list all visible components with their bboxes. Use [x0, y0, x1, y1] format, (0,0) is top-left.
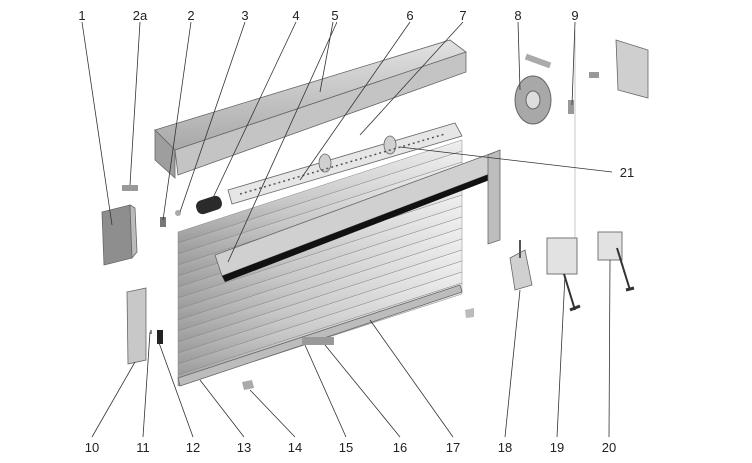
callout-2a: 2a: [133, 8, 148, 23]
wall-bracket: [589, 39, 649, 99]
guide-rail: [126, 287, 147, 365]
end-stop: [157, 330, 163, 344]
callout-1: 1: [78, 8, 85, 23]
callout-4: 4: [292, 8, 299, 23]
callout-7: 7: [459, 8, 466, 23]
side-box: [101, 204, 138, 266]
callout-15: 15: [339, 440, 353, 455]
callout-8: 8: [514, 8, 521, 23]
bracket-top: [524, 53, 552, 69]
callout-21: 21: [620, 165, 634, 180]
callout-10: 10: [85, 440, 99, 455]
callout-18: 18: [498, 440, 512, 455]
leader-lines: [81, 21, 613, 438]
callout-19: 19: [550, 440, 564, 455]
gear-disk: [514, 75, 552, 125]
callout-6: 6: [406, 8, 413, 23]
roller-axle: [227, 122, 463, 205]
callout-12: 12: [186, 440, 200, 455]
top-guide-rail: [214, 149, 501, 282]
callout-16: 16: [393, 440, 407, 455]
motor: [196, 195, 222, 215]
callout-11: 11: [136, 440, 150, 455]
callout-2: 2: [187, 8, 194, 23]
callout-20: 20: [602, 440, 616, 455]
bolt: [160, 217, 166, 227]
callout-13: 13: [237, 440, 251, 455]
crank-gearbox: [546, 237, 581, 312]
bottom-bar: [177, 284, 463, 387]
callout-labels: 1 2a 2 3 4 5 6 7 8 9 21 10 11 12 13 14 1…: [78, 8, 634, 455]
callout-14: 14: [288, 440, 302, 455]
stopper-right: [465, 308, 474, 318]
crank-gearbox-2: [597, 231, 635, 292]
callout-3: 3: [241, 8, 248, 23]
bracket: [122, 185, 138, 191]
callout-9: 9: [571, 8, 578, 23]
screw: [150, 330, 152, 334]
strap-guide: [568, 100, 574, 114]
stopper: [242, 380, 254, 390]
belt-winder: [509, 240, 533, 291]
callout-17: 17: [446, 440, 460, 455]
hood-box: [154, 39, 467, 179]
lock: [302, 337, 334, 345]
washer: [175, 210, 181, 216]
callout-5: 5: [331, 8, 338, 23]
